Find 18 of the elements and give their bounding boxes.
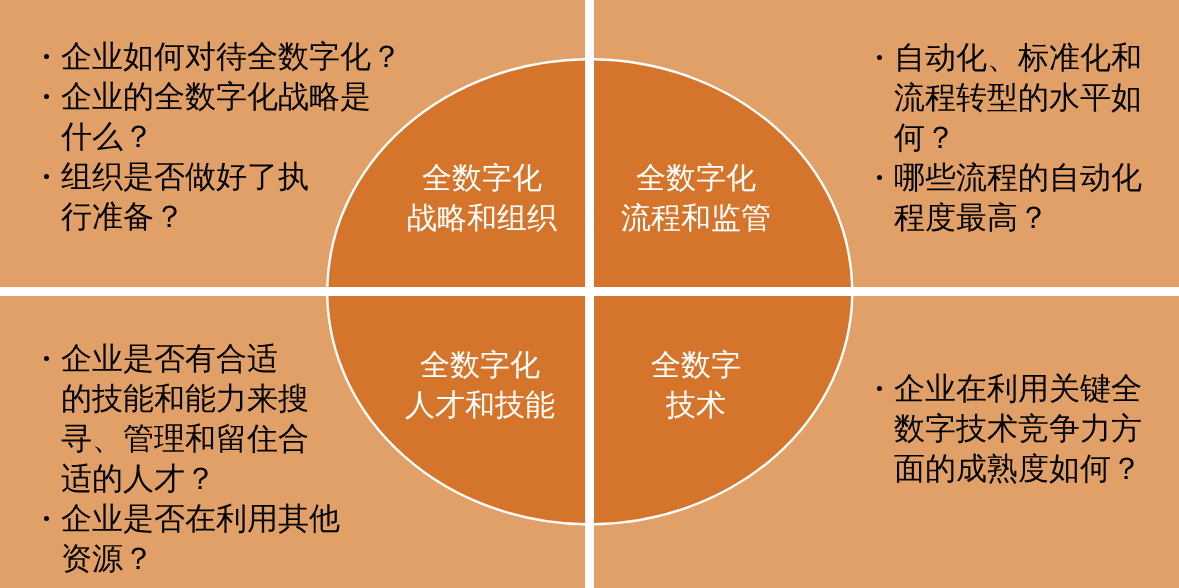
question-text: 组织是否做好了执行准备？ <box>61 157 310 236</box>
segment-title: 全数字化战略和组织 <box>406 159 558 237</box>
question-text: 企业如何对待全数字化？ <box>61 37 403 76</box>
question-text: 企业的全数字化战略是什么？ <box>61 77 372 156</box>
question-text: 企业是否有合适的技能和能力来搜寻、管理和留住合适的人才？ <box>61 339 310 498</box>
quadrant-panel <box>0 0 585 287</box>
segment-title: 全数字技术 <box>650 346 742 424</box>
segment-title: 全数字化人才和技能 <box>404 346 556 424</box>
question-text: 企业是否在利用其他资源？ <box>61 499 341 578</box>
quadrant-panel <box>594 296 1179 588</box>
quadrant-panel <box>0 296 585 588</box>
question-text: 企业在利用关键全数字技术竞争力方面的成熟度如何？ <box>894 369 1143 488</box>
circle-segment <box>594 296 854 526</box>
circle-segment <box>594 57 854 287</box>
question-text: 哪些流程的自动化程度最高？ <box>894 158 1143 237</box>
question-text: 自动化、标准化和流程转型的水平如何？ <box>894 38 1143 157</box>
segment-title: 全数字化流程和监管 <box>620 159 772 237</box>
quadrant-panel <box>594 0 1179 287</box>
